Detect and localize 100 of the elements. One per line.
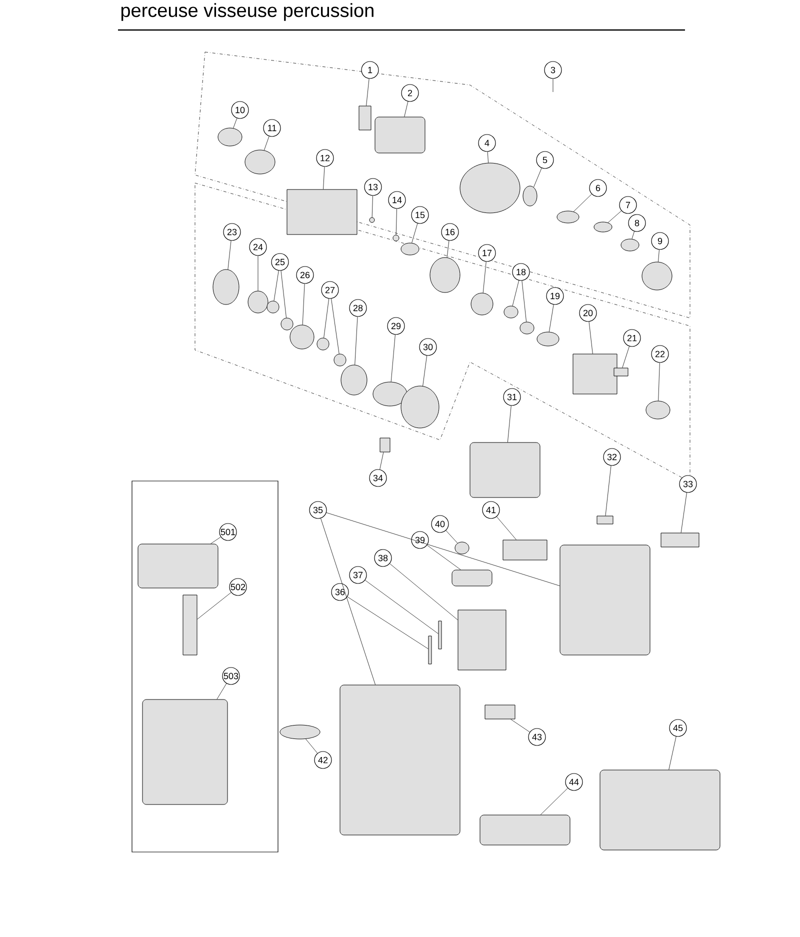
callout-number: 34 [369, 469, 387, 487]
callout-number: 23 [223, 223, 241, 241]
leader-line [320, 518, 376, 685]
callout-number: 12 [316, 149, 334, 167]
leader-line [216, 683, 227, 700]
spring-clip-drawing [522, 186, 538, 206]
gear-drawing [504, 306, 518, 318]
leader-line [380, 452, 384, 470]
switch-drawing [458, 610, 506, 670]
leader-line [522, 280, 527, 322]
leader-line [364, 580, 438, 634]
callout-number: 24 [249, 238, 267, 256]
leader-line [280, 270, 286, 318]
leader-line [354, 316, 358, 365]
leader-line [274, 270, 279, 302]
callout-number: 30 [419, 338, 437, 356]
housing-drawing [560, 544, 650, 656]
ball-drawing [392, 234, 400, 242]
housing-drawing [572, 354, 618, 394]
leader-line [446, 240, 450, 258]
pin-drawing [369, 217, 375, 223]
carrier-drawing [470, 292, 494, 316]
screw-drawing [596, 516, 614, 524]
pin-drawing [428, 636, 432, 664]
leader-line [390, 563, 458, 620]
leader-line [331, 298, 340, 354]
leader-line [426, 545, 461, 570]
leader-line [540, 788, 568, 815]
plate-drawing [502, 540, 548, 560]
kit-frame [132, 480, 278, 852]
callout-number: 45 [669, 719, 687, 737]
callout-number: 1 [361, 61, 379, 79]
chuck-drawing [374, 116, 426, 154]
ring-drawing [594, 222, 612, 232]
leader-line [396, 208, 397, 235]
leader-line [326, 512, 560, 586]
washer-drawing [400, 242, 420, 256]
callout-number: 9 [651, 232, 669, 250]
callout-number: 503 [222, 667, 240, 685]
ring-drawing [620, 238, 640, 252]
leader-line [302, 284, 305, 325]
strap-drawing [480, 814, 570, 846]
callout-number: 22 [651, 345, 669, 363]
callout-number: 3 [544, 61, 562, 79]
callout-number: 17 [478, 244, 496, 262]
leader-line [548, 304, 554, 332]
leader-line [487, 152, 489, 163]
gear-drawing [520, 322, 534, 334]
leader-line [552, 78, 554, 92]
leader-line [588, 322, 593, 354]
leader-line [306, 738, 318, 754]
callout-number: 14 [388, 191, 406, 209]
lever-drawing [452, 570, 492, 586]
callout-number: 502 [229, 578, 247, 596]
callout-number: 5 [536, 151, 554, 169]
gear-drawing [280, 318, 294, 330]
gear-drawing [290, 324, 314, 350]
leader-line [573, 194, 592, 212]
leader-line [324, 298, 330, 338]
callout-number: 36 [331, 583, 349, 601]
callout-number: 37 [349, 566, 367, 584]
leader-line [510, 719, 530, 732]
screw-drawing [358, 106, 372, 130]
callout-number: 15 [411, 206, 429, 224]
title: perceuse visseuse percussion [121, 3, 374, 21]
callout-number: 26 [296, 266, 314, 284]
leader-line [323, 166, 325, 190]
callout-number: 7 [619, 196, 637, 214]
plate-drawing [340, 364, 368, 396]
callout-number: 31 [503, 388, 521, 406]
callout-number: 16 [441, 223, 459, 241]
leader-line [668, 736, 676, 770]
callout-number: 35 [309, 501, 327, 519]
ring-gear-drawing [212, 269, 240, 305]
callout-number: 2 [401, 84, 419, 102]
leader-line [632, 231, 635, 240]
gear-drawing [334, 354, 346, 366]
leader-line [512, 280, 520, 306]
callout-number: 8 [628, 214, 646, 232]
bit-drawing [182, 594, 198, 656]
callout-number: 19 [546, 287, 564, 305]
leader-line [197, 592, 232, 620]
callout-number: 10 [231, 101, 249, 119]
leader-line [605, 466, 612, 516]
leader-line [507, 406, 512, 442]
callout-number: 40 [431, 515, 449, 533]
leader-line [347, 596, 428, 650]
plate-drawing [244, 150, 276, 174]
callout-number: 6 [589, 179, 607, 197]
spring-drawing [438, 620, 442, 650]
leader-line [658, 250, 660, 262]
washer-drawing [556, 210, 580, 224]
leader-line [264, 136, 270, 150]
callout-number: 28 [349, 299, 367, 317]
callout-number: 39 [411, 531, 429, 549]
leader-line [210, 536, 221, 544]
wedge-drawing [280, 724, 320, 740]
leader-line [366, 78, 370, 106]
clip-drawing [646, 400, 670, 420]
callout-number: 41 [482, 501, 500, 519]
